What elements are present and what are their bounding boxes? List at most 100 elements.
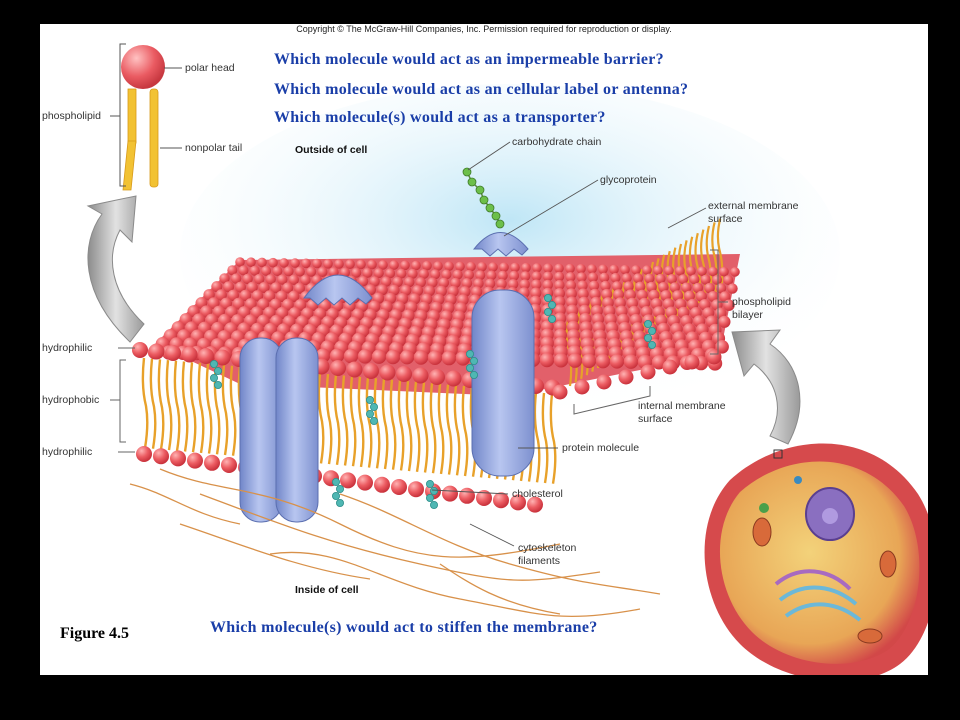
phospholipid-head (294, 282, 305, 294)
phospholipid-head (363, 363, 379, 379)
phospholipid-head (529, 295, 542, 307)
phospholipid-head (633, 273, 644, 284)
copyright-notice: Copyright © The McGraw-Hill Companies, I… (296, 24, 672, 34)
phospholipid-head (330, 360, 346, 376)
phospholipid-head (362, 267, 373, 278)
phospholipid-head (508, 279, 519, 290)
phospholipid-head (707, 291, 719, 302)
cholesterol-ring (213, 380, 222, 389)
phospholipid-head (340, 472, 356, 489)
phospholipid-head (230, 273, 242, 284)
phospholipid-tail (357, 376, 365, 468)
cholesterol-ring (209, 359, 218, 368)
phospholipid-head (282, 282, 294, 294)
phospholipid-tail (141, 357, 149, 449)
phospholipid-head (692, 282, 704, 294)
right-curved-arrow (731, 329, 801, 445)
phospholipid-head (669, 282, 680, 293)
phospholipid-head (238, 265, 249, 276)
phospholipid-tail (381, 378, 389, 470)
carbohydrate-chain-shape (462, 167, 505, 229)
phospholipid-head (132, 342, 148, 358)
phospholipid-tail (221, 364, 229, 456)
phospholipid-tail (461, 385, 469, 477)
phospholipid-head (268, 257, 278, 268)
cholesterol-ring (465, 363, 474, 372)
phospholipid-head (554, 296, 566, 308)
phospholipid-head (312, 258, 322, 269)
phospholipid-head (223, 281, 235, 293)
phospholipid-head (277, 274, 288, 285)
label-polar-head: polar head (185, 62, 235, 74)
phospholipid-head (600, 280, 611, 292)
phospholipid-head (412, 367, 429, 384)
phospholipid-head (531, 279, 542, 290)
phospholipid-head (697, 266, 707, 276)
phospholipid-head (238, 306, 251, 319)
label-inside-cell: Inside of cell (295, 584, 359, 596)
phospholipid-head (445, 370, 462, 387)
phospholipid-head (539, 352, 555, 368)
phospholipid-head (459, 487, 475, 504)
phospholipid-head (543, 263, 553, 273)
phospholipid-tail (149, 358, 157, 449)
phospholipid-head (542, 279, 553, 291)
sugar-unit (475, 185, 485, 195)
phospholipid-head (519, 279, 530, 290)
phospholipid-head (727, 283, 738, 294)
phospholipid-tail (189, 362, 197, 453)
label-cytoskeleton-1: cytoskeleton (518, 542, 577, 554)
phospholipid-head (378, 260, 388, 270)
cholesterol-ring (331, 491, 340, 500)
question-stiffen: Which molecule(s) would act to stiffen t… (210, 619, 598, 636)
cholesterol-ring (429, 486, 438, 495)
phospholipid-head (675, 266, 685, 276)
phospholipid-head (554, 288, 565, 299)
phospholipid-head (577, 280, 588, 291)
phospholipid-head (609, 354, 625, 369)
phospholipid-head (441, 269, 452, 280)
label-cholesterol: cholesterol (512, 488, 563, 500)
phospholipid-head (611, 281, 623, 292)
phospholipid-head (369, 276, 380, 287)
phospholipid-head (257, 298, 270, 311)
phospholipid-head (565, 288, 577, 300)
phospholipid-head (379, 364, 396, 381)
phospholipid-head (235, 281, 246, 293)
phospholipid-head (635, 281, 646, 292)
phospholipid-head (601, 288, 613, 300)
phospholipid-head (723, 275, 734, 286)
phospholipid-tail (445, 384, 453, 475)
phospholipid-head (198, 348, 214, 364)
phospholipid-head (476, 490, 492, 506)
phospholipid-head (552, 384, 568, 400)
label-internal-surface-1: internal membrane (638, 400, 726, 412)
phospholipid-head (542, 271, 553, 282)
label-bilayer-1: phospholipid (732, 296, 791, 308)
phospholipid-head (170, 450, 186, 467)
phospholipid-head (433, 261, 443, 271)
label-external-surface-2: surface (708, 213, 743, 225)
phospholipid-head (473, 278, 484, 289)
phospholipid-head (613, 289, 625, 301)
phospholipid-head (565, 280, 577, 291)
phospholipid-head (719, 266, 729, 277)
phospholipid-head (371, 349, 387, 364)
phospholipid-head (215, 289, 227, 301)
phospholipid-tail (349, 376, 357, 467)
phospholipid-head (430, 269, 441, 280)
phospholipid-head (235, 257, 245, 267)
phospholipid-head (655, 273, 666, 284)
question-label: Which molecule would act as an cellular … (274, 81, 689, 98)
phospholipid-head (346, 361, 363, 378)
phospholipid-head (265, 274, 276, 285)
phospholipid-head (204, 454, 220, 471)
glycoprotein-shape (472, 232, 529, 257)
phospholipid-head (620, 264, 630, 275)
phospholipid-head (246, 281, 258, 293)
phospholipid-tail (429, 383, 437, 474)
phospholipid-head (640, 364, 656, 380)
phospholipid-head (623, 354, 639, 369)
phospholipid-tail (541, 392, 549, 484)
phospholipid-head (427, 277, 438, 288)
